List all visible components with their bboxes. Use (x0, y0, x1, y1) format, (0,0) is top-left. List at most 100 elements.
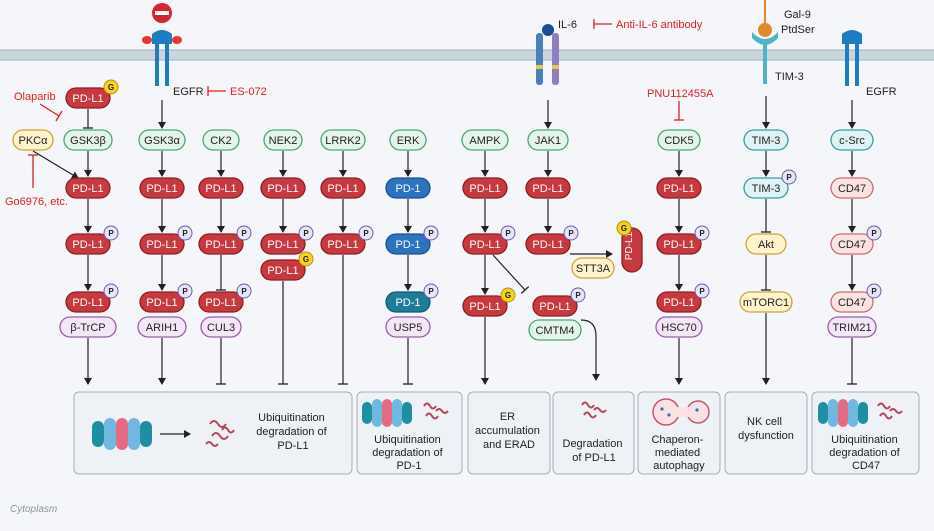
node-label-cmtm4: CMTM4 (535, 325, 574, 337)
node-label-pdl1: PD-L1 (663, 183, 694, 195)
node-jak1: JAK1 (527, 129, 569, 151)
node-pdl1: PD-L1 P (65, 225, 119, 255)
svg-text:P: P (241, 229, 247, 238)
peptide-fragments-icon (423, 402, 449, 420)
node-label-jak1: JAK1 (535, 135, 561, 147)
cell-membrane (0, 49, 934, 61)
node-label-pdl1: PD-L1 (146, 183, 177, 195)
node-label-pdl1: PD-L1 (539, 301, 570, 313)
node-label-cdk5: CDK5 (664, 135, 693, 147)
node-label-pd1: PD-1 (395, 239, 420, 251)
node-label-pd1: PD-1 (395, 183, 420, 195)
node-csrc: c-Src (830, 129, 874, 151)
node-usp5: USP5 (385, 316, 431, 338)
inhibition-edge (492, 254, 526, 291)
phosphorylation-badge: P (103, 283, 119, 299)
il6-receptor (536, 24, 559, 85)
node-pdl1: PD-L1G (462, 287, 516, 317)
svg-text:P: P (699, 229, 705, 238)
node-hsc70: HSC70 (655, 316, 703, 338)
node-label-trim21: TRIM21 (832, 322, 871, 334)
svg-text:P: P (871, 229, 877, 238)
node-label-stt3a: STT3A (576, 263, 611, 275)
node-btrcp: β-TrCP (59, 316, 117, 338)
node-lrrk2: LRRK2 (320, 129, 366, 151)
node-pdl1: PD-L1P (656, 225, 710, 255)
egfr-label-right: EGFR (866, 86, 897, 98)
outcome-cma: Chaperon- mediated autophagy (651, 434, 706, 472)
activation-edge (32, 150, 79, 179)
node-pdl1: PD-L1P (139, 225, 193, 255)
node-pdl1: PD-L1 (260, 177, 306, 199)
node-label-pdl1: PD-L1 (72, 239, 103, 251)
phosphorylation-badge: P (298, 225, 314, 241)
pnu-label: PNU112455A (647, 88, 714, 100)
node-label-lrrk2: LRRK2 (325, 135, 360, 147)
phosphorylation-badge: P (358, 225, 374, 241)
outcome-deg-pdl1: Degradation of PD-L1 (563, 438, 626, 464)
go6976-label: Go6976, etc. (5, 196, 68, 208)
node-stt3a: STT3A (571, 257, 615, 279)
outcome-nk: NK cell dysfunction (738, 416, 794, 442)
node-label-pdl1: PD-L1 (469, 183, 500, 195)
outcome-ubq-pd1: Ubiquitination degradation of PD-1 (372, 434, 445, 472)
node-trim21: TRIM21 (827, 316, 877, 338)
node-label-usp5: USP5 (394, 322, 423, 334)
svg-text:P: P (505, 229, 511, 238)
node-pdl1: PD-L1G (260, 251, 314, 281)
node-pdl1: PD-L1P (65, 283, 119, 313)
es072-inhibitor-label: ES-072 (230, 86, 267, 98)
node-pdl1: PD-L1 (198, 177, 244, 199)
node-pd1: PD-1P (385, 225, 439, 255)
node-label-pdl1: PD-L1 (624, 231, 635, 260)
node-pdl1: PD-L1 (65, 177, 111, 199)
svg-text:P: P (108, 229, 114, 238)
node-ck2: CK2 (202, 129, 240, 151)
node-label-pdl1: PD-L1 (267, 239, 298, 251)
outcome-ubq-pdl1: Ubiquitination degradation of PD-L1 (256, 412, 329, 452)
anti-il6-label: Anti-IL-6 antibody (616, 19, 703, 31)
node-erk: ERK (389, 129, 427, 151)
node-label-cd47: CD47 (838, 297, 866, 309)
peptide-fragments-icon (581, 401, 607, 419)
node-label-cd47: CD47 (838, 239, 866, 251)
node-tim3: TIM-3 (743, 129, 789, 151)
egfr-receptor-right (842, 30, 862, 86)
svg-text:P: P (428, 287, 434, 296)
node-label-pdl1: PD-L1 (72, 183, 103, 195)
node-cd47: CD47 (830, 177, 874, 199)
node-pdl1: PD-L1P (656, 283, 710, 313)
peptide-fragments-icon (205, 420, 235, 447)
svg-text:P: P (568, 229, 574, 238)
node-label-akt: Akt (758, 239, 774, 251)
node-cd47: CD47 P (830, 225, 882, 255)
node-label-tim3: TIM-3 (752, 135, 781, 147)
proteasome-icon (92, 418, 152, 450)
node-label-gsk3a: GSK3α (144, 135, 180, 147)
proteasome-icon (362, 399, 412, 427)
node-pdl1: PD-L1P (320, 225, 374, 255)
node-label-erk: ERK (397, 135, 420, 147)
node-nek2: NEK2 (263, 129, 303, 151)
node-label-pd1: PD-1 (395, 297, 420, 309)
node-pdl1: PD-L1P (462, 225, 516, 255)
svg-text:P: P (182, 287, 188, 296)
node-label-nek2: NEK2 (269, 135, 298, 147)
phosphorylation-badge: P (570, 287, 586, 303)
node-label-ck2: CK2 (210, 135, 231, 147)
phosphorylation-badge: P (423, 225, 439, 241)
node-pdl1: PD-L1P (139, 283, 193, 313)
node-label-ampk: AMPK (469, 135, 501, 147)
cytoplasm-label: Cytoplasm (10, 504, 57, 515)
node-pdl1: PD-L1 (656, 177, 702, 199)
node-label-btrcp: β-TrCP (70, 322, 105, 334)
glycosylation-badge: G (103, 79, 119, 95)
svg-text:P: P (786, 173, 792, 182)
node-pdl1: PD-L1 (320, 177, 366, 199)
node-pdl1: PD-L1P (198, 225, 252, 255)
node-ampk: AMPK (461, 129, 509, 151)
node-label-cd47: CD47 (838, 183, 866, 195)
node-arih1: ARIH1 (137, 316, 187, 338)
tim3-receptor (752, 0, 778, 84)
glycosylation-badge: G (298, 251, 314, 267)
